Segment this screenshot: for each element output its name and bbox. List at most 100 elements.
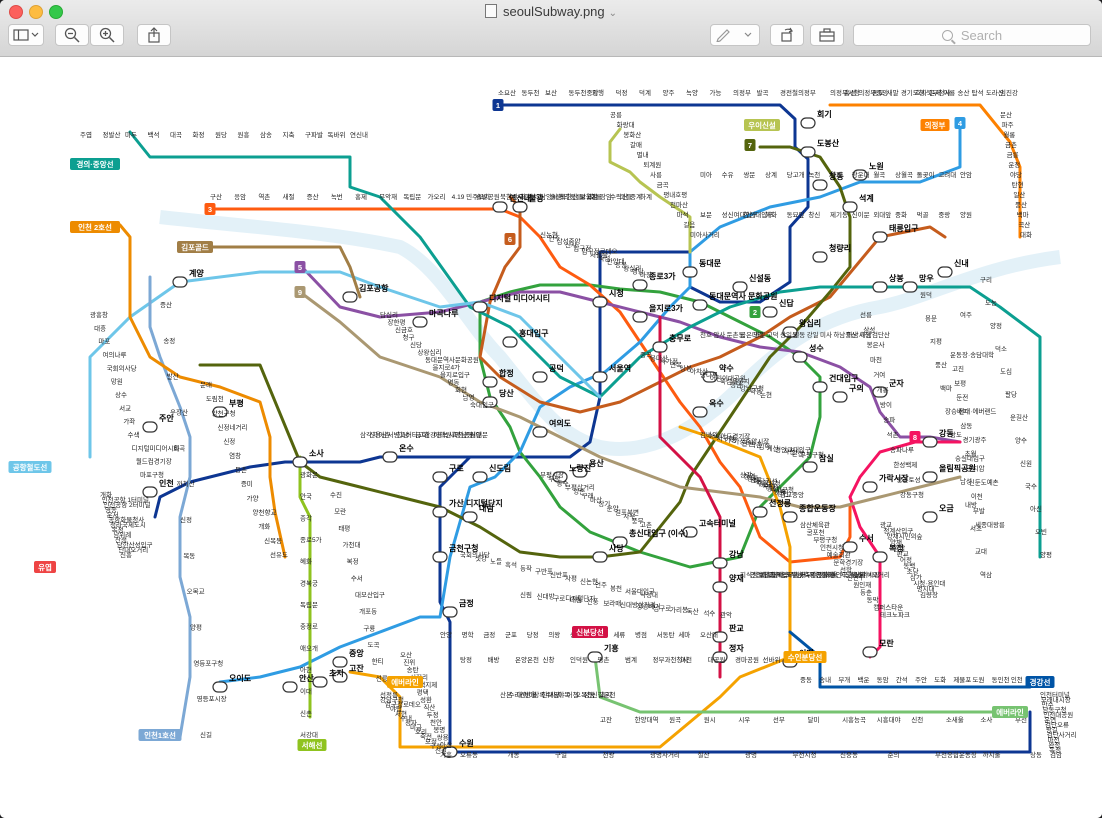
station-label-sindorim: 신도림 [489, 463, 511, 473]
minor-station-label: 도원 [973, 675, 985, 684]
station-marker-magoknaru [412, 316, 428, 328]
station-marker-sinseol [732, 281, 748, 293]
minor-station-label: 배방 [488, 655, 500, 664]
minor-station-label: 금릉 [1007, 151, 1019, 159]
minor-station-label: 광운대 [852, 171, 870, 179]
minor-station-label: 한남 [397, 430, 409, 439]
search-field[interactable]: Search [853, 24, 1091, 46]
minor-station-label: 하남풍산 [833, 330, 857, 339]
minor-station-label: 경전철의정부 [780, 88, 816, 97]
minor-station-label: 안양 [440, 630, 452, 639]
minor-station-label: 산본 [500, 690, 512, 699]
minor-station-label: 둔전 [956, 393, 968, 402]
sidebar-toggle-button[interactable] [8, 24, 44, 46]
station-marker-gangdong [922, 436, 938, 448]
minor-station-label: 금정 [483, 630, 495, 639]
minor-station-label: 청라국제도시 [110, 520, 146, 529]
minor-station-label: 중계 [630, 192, 642, 201]
station-marker-garak [862, 481, 878, 493]
minor-station-label: 마산 [590, 495, 602, 504]
line-badge-everline [992, 706, 1028, 718]
minor-station-label: 창신 [808, 210, 820, 219]
station-marker-seoul [592, 371, 608, 383]
minor-station-label: 먹골 [917, 210, 929, 219]
minor-station-label: 지축 [283, 130, 295, 139]
minor-station-label: 청담 [730, 381, 742, 389]
station-label-jamsil2: 종합운동장 [799, 503, 836, 513]
minor-station-label: 소요산 [498, 88, 516, 97]
minor-station-label: 미금 [410, 723, 422, 732]
station-marker-sindap [762, 306, 778, 318]
minor-station-label: 인덕원 [570, 655, 588, 664]
minor-station-label: 신당 [410, 340, 422, 349]
minor-station-label: 수내 [400, 713, 412, 722]
minor-station-label: 신연수 [847, 573, 865, 582]
minor-station-label: 인천대입구 [750, 570, 780, 579]
zoom-in-button[interactable] [90, 24, 124, 46]
minor-station-label: 오산 [400, 650, 412, 659]
minor-station-label: 신촌 [300, 708, 312, 717]
minor-station-label: 천마산 [670, 200, 688, 209]
minor-station-label: 봉은사 [867, 340, 885, 349]
minor-station-label: 의정부 [733, 88, 751, 97]
minor-station-label: 중동 [800, 676, 812, 684]
minor-station-label: 한대앞 [542, 691, 560, 699]
minor-station-label: 증미 [241, 479, 253, 488]
minor-station-label: 가리봉 [670, 605, 688, 614]
line-badge-incheon2 [70, 221, 120, 233]
station-marker-nowon [852, 169, 868, 181]
minor-station-label: 서초 [970, 523, 982, 532]
minor-station-label: 장한평 [388, 318, 406, 327]
zoom-window-button[interactable] [49, 5, 63, 19]
toolbox-button[interactable] [810, 24, 844, 46]
minor-station-label: 압구정 [573, 243, 591, 252]
minor-station-label: 김량장 [920, 590, 938, 599]
minor-station-label: 녹천 [808, 170, 820, 179]
minor-station-label: 4.19 민주묘지 [452, 192, 490, 201]
minor-station-label: 동백 [903, 561, 915, 570]
minor-station-label: 가천대 [343, 540, 361, 549]
minor-station-label: 노들 [490, 558, 502, 566]
station-marker-moran [862, 646, 878, 658]
minor-station-label: 만수 [1042, 700, 1054, 709]
station-label-dobongsan: 도봉산 [817, 138, 840, 148]
minimize-window-button[interactable] [29, 5, 43, 19]
minor-station-label: 홍제 [355, 192, 367, 201]
station-label-yongsan: 용산 [589, 458, 604, 468]
markup-button[interactable] [710, 24, 760, 46]
minor-station-label: 독산 [687, 607, 699, 616]
minor-station-label: 개포동 [359, 607, 377, 616]
minor-station-label: 남영 [461, 430, 473, 439]
line-badge-label-uijeongbu: 의정부 [925, 120, 946, 130]
minor-station-label: 양천향교 [253, 508, 277, 517]
window-title[interactable]: seoulSubway.png⌄ [0, 4, 1102, 19]
minor-station-label: 발산 [167, 372, 179, 381]
minor-station-label: 답십리 [380, 310, 398, 319]
minor-station-label: 한강진 [424, 430, 442, 439]
minor-station-label: 굴포천 [807, 528, 825, 537]
station-label-jongno3: 종로3가 [649, 271, 676, 281]
minor-station-label: 아산 [440, 740, 452, 749]
rotate-button[interactable] [770, 24, 804, 46]
minor-station-label: 상록수 [533, 690, 551, 699]
line-1-west-path [153, 455, 472, 519]
station-marker-seonjeongneung [752, 506, 768, 518]
minor-station-label: 까치울 [983, 750, 1001, 759]
minor-station-label: 이천 [971, 492, 983, 501]
minor-station-label: 곤제 [929, 89, 941, 97]
line-badge-l6 [504, 233, 516, 245]
minor-station-label: 동오 [873, 89, 885, 97]
share-button[interactable] [137, 24, 171, 46]
minor-station-label: 서울숲 [590, 250, 608, 259]
minor-station-label: 송산 [958, 88, 970, 97]
minor-station-label: 덕정 [616, 88, 628, 97]
zoom-out-button[interactable] [55, 24, 89, 46]
close-window-button[interactable] [9, 5, 23, 19]
minor-station-label: 을지로4가 [433, 363, 461, 372]
line-badge-label-l5: 5 [298, 263, 302, 272]
station-marker-yangjae [712, 581, 728, 593]
station-label-yeonsinnae: 연신내 [509, 193, 531, 203]
minor-station-label: 상계 [765, 170, 777, 179]
minor-station-label: 평택지제 [413, 680, 437, 689]
minor-station-label: 갈매 [630, 141, 642, 149]
